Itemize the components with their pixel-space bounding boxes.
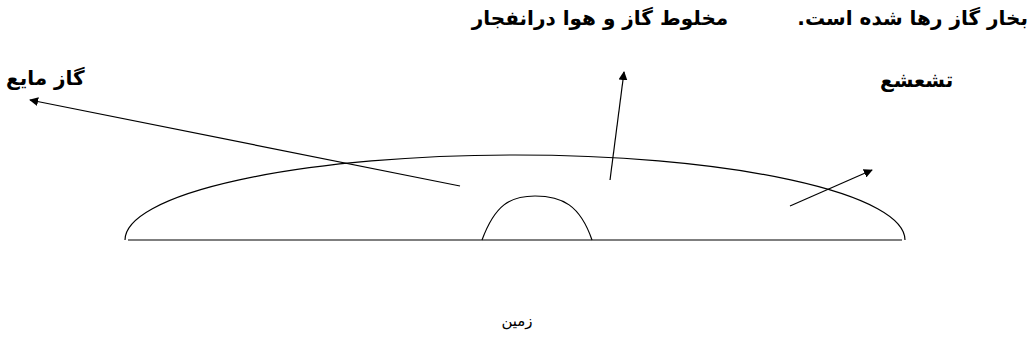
ground-line [128, 239, 902, 240]
leader-arrow [790, 170, 872, 206]
liquid-pool-dome [482, 196, 592, 240]
leader-arrow [610, 72, 624, 180]
callout-label: گاز مایع [6, 66, 85, 90]
vapor-cloud-dome [125, 155, 905, 240]
callout-label: تشعشع [880, 68, 953, 92]
leader-arrow [30, 100, 460, 186]
ground-label: زمین [501, 312, 532, 330]
note-text: بخار گاز رها شده است. [797, 6, 1028, 30]
callout-label: مخلوط گاز و هوا درانفجار [472, 6, 728, 30]
